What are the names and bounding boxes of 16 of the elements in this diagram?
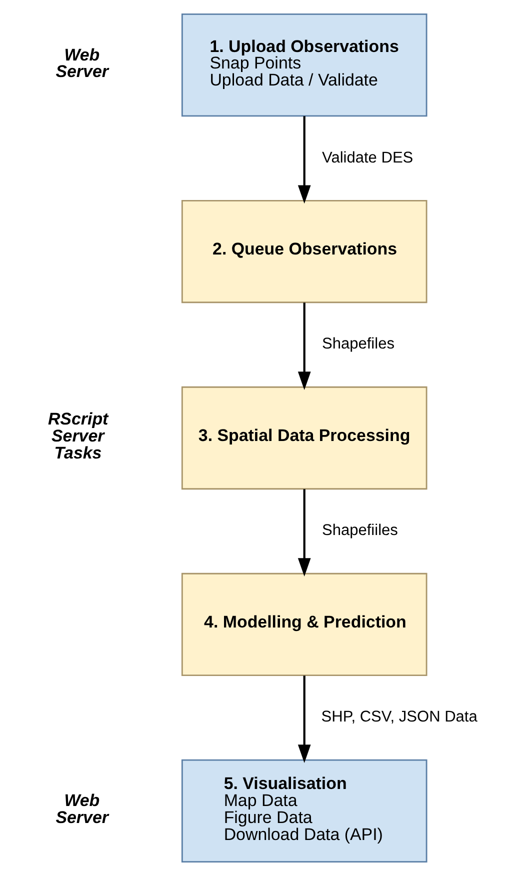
node-box: 4. Modelling & Prediction: [181, 572, 428, 676]
arrow: [298, 116, 311, 204]
label: Web Server: [56, 791, 108, 828]
label: RScript Server Tasks: [48, 410, 108, 463]
edge-label: Shapefiiles: [322, 522, 398, 540]
arrow: [298, 302, 311, 390]
edge-label: SHP, CSV, JSON Data: [321, 708, 478, 726]
node-box: 2. Queue Observations: [181, 200, 428, 304]
arrow: [298, 489, 311, 577]
node-box: 1. Upload Observations Snap Points Upload Data / Validate: [181, 14, 428, 117]
node-box: 3. Spatial Data Processing: [181, 386, 428, 490]
label: Web Server: [56, 45, 108, 82]
arrow: [298, 676, 311, 763]
node-box: 5. Visualisation Map Data Figure Data Download Data (API): [181, 759, 428, 862]
edge-label: Shapefiles: [322, 336, 394, 353]
edge-label: Validate DES: [322, 149, 414, 166]
